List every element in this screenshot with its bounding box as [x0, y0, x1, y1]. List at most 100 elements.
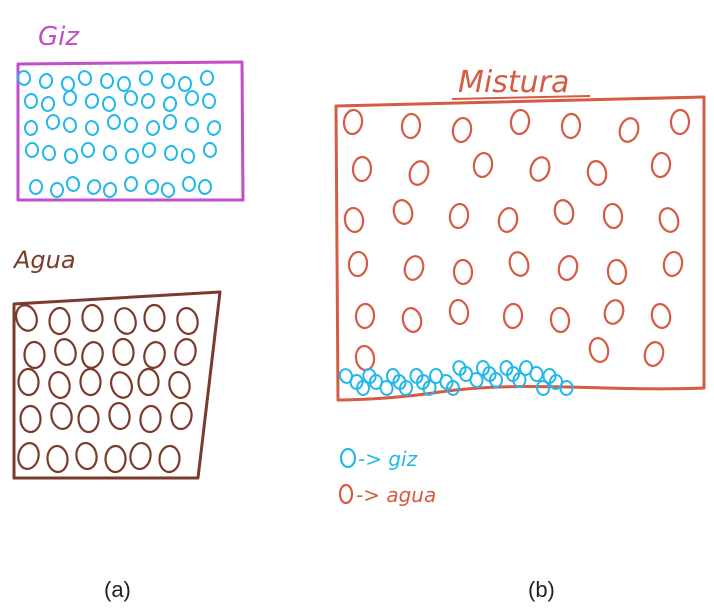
mistura-water-particle	[354, 302, 376, 330]
agua-particle	[17, 367, 40, 397]
agua-particle	[112, 337, 135, 367]
mistura-water-particle	[403, 255, 425, 281]
giz-box	[16, 60, 245, 202]
giz-particle	[162, 114, 178, 130]
agua-particle	[143, 341, 166, 369]
caption-a: (a)	[104, 577, 131, 602]
mistura-water-particle	[650, 151, 672, 179]
giz-particle	[202, 142, 218, 158]
mistura-giz-particle	[488, 372, 504, 388]
giz-title: Giz	[38, 22, 80, 52]
agua-particle	[129, 441, 152, 471]
giz-particle	[184, 117, 200, 133]
mistura-water-particle	[497, 207, 519, 233]
mistura-water-particle	[351, 155, 373, 183]
agua-particle	[48, 371, 71, 399]
giz-particle	[84, 120, 100, 136]
giz-particle	[100, 73, 114, 89]
legend-label-giz: -> giz	[358, 447, 418, 471]
giz-particle	[160, 182, 176, 198]
giz-particle	[84, 93, 100, 109]
giz-particle	[123, 176, 139, 192]
agua-title: Agua	[12, 246, 76, 274]
mistura-giz-particle	[535, 380, 551, 396]
agua-particle	[81, 303, 104, 333]
giz-particle	[62, 117, 78, 133]
mistura-water-particle	[472, 151, 494, 179]
giz-particle	[60, 76, 76, 92]
giz-particle	[123, 90, 139, 106]
giz-particle	[77, 70, 93, 86]
agua-particle	[19, 404, 42, 434]
mistura-panel: Mistura -> giz -> agua	[334, 65, 706, 507]
agua-particle	[168, 371, 191, 399]
mistura-water-particle	[400, 112, 422, 140]
agua-particle	[108, 401, 131, 431]
giz-particle	[140, 93, 156, 109]
legend: -> giz -> agua	[338, 447, 436, 507]
giz-particle	[199, 70, 215, 86]
giz-particle	[16, 70, 32, 86]
giz-particle	[41, 145, 57, 161]
mistura-water-particle	[586, 160, 608, 186]
giz-particle	[62, 90, 78, 106]
giz-particle	[28, 179, 44, 195]
agua-particle	[114, 307, 137, 335]
mistura-water-particle	[529, 156, 551, 182]
mistura-giz-particle	[398, 380, 414, 396]
mistura-title-underline	[451, 95, 591, 100]
agua-particle	[81, 341, 104, 369]
giz-particle	[23, 93, 39, 109]
mistura-water-particle	[347, 250, 369, 278]
mistura-water-particle	[662, 250, 684, 278]
giz-particle	[201, 93, 217, 109]
mistura-water-particle	[618, 117, 640, 143]
mistura-water-particle	[451, 116, 473, 144]
mistura-water-particle	[452, 258, 474, 286]
mistura-water-particle	[354, 344, 376, 372]
giz-particle	[23, 120, 39, 136]
mistura-water-particle	[557, 255, 579, 281]
giz-particle	[63, 148, 79, 164]
agua-particle	[54, 338, 77, 366]
giz-particle	[65, 176, 81, 192]
mistura-water-particle	[408, 160, 430, 186]
mistura-giz-particle	[355, 380, 371, 396]
agua-particle	[176, 307, 199, 335]
mistura-water-particle	[643, 341, 665, 367]
agua-particle	[110, 371, 133, 399]
mistura-water-particle	[650, 303, 672, 329]
agua-particle	[137, 367, 160, 397]
agua-particle	[158, 444, 181, 474]
giz-particle	[101, 96, 117, 112]
agua-particle	[174, 338, 197, 366]
mistura-water-particle	[560, 112, 582, 140]
mistura-water-particle	[602, 202, 624, 230]
giz-particle	[181, 176, 197, 192]
giz-particle	[123, 117, 139, 133]
giz-particle	[197, 179, 213, 195]
giz-panel: Giz	[16, 22, 245, 202]
agua-particle	[15, 304, 38, 332]
mistura-water-particle	[606, 258, 628, 286]
agua-particle	[75, 441, 98, 471]
agua-particle	[48, 306, 71, 336]
agua-particle	[50, 402, 73, 430]
agua-particle	[23, 340, 46, 370]
agua-particle	[77, 404, 100, 434]
giz-particle	[177, 76, 193, 92]
caption-b: (b)	[528, 577, 555, 602]
mistura-water-particle	[508, 251, 530, 277]
agua-particle	[79, 367, 102, 397]
giz-particle	[160, 73, 176, 89]
giz-particle	[206, 120, 222, 136]
mistura-water-particle	[588, 337, 610, 363]
giz-particle	[102, 145, 118, 161]
giz-particle	[24, 142, 40, 158]
agua-particle	[170, 401, 193, 431]
giz-particle	[40, 96, 56, 112]
giz-particle	[102, 182, 118, 198]
legend-item-agua: -> agua	[338, 483, 436, 507]
agua-particles	[15, 303, 199, 474]
agua-particle	[17, 442, 40, 470]
